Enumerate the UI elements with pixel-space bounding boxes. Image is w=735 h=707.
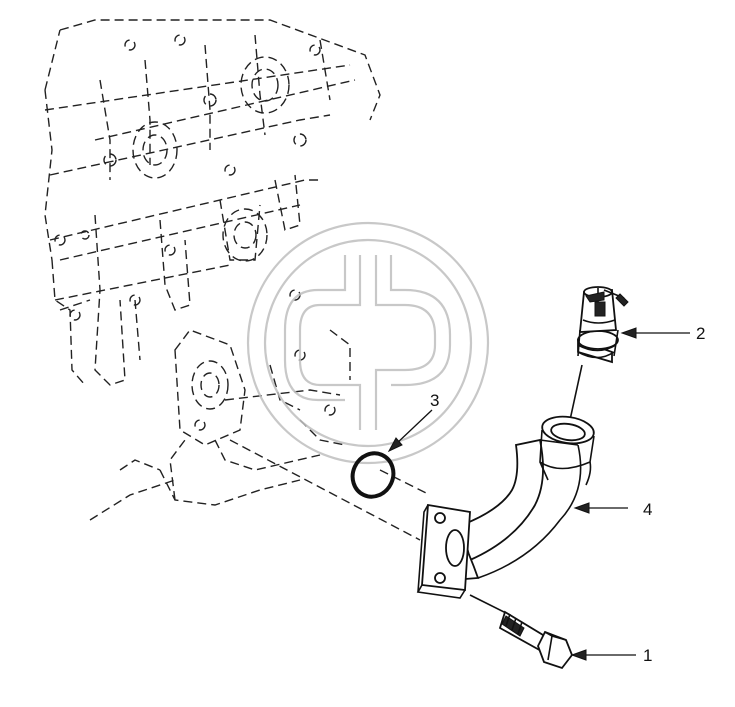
filler-tube	[416, 415, 595, 599]
o-ring	[350, 451, 396, 499]
assembly-line	[569, 364, 583, 421]
breather-plug	[577, 286, 629, 364]
callout-2: 2	[696, 324, 705, 343]
callout-3: 3	[430, 391, 439, 410]
watermark-logo	[246, 221, 490, 465]
hex-bolt	[469, 594, 574, 670]
callout-4: 4	[643, 500, 652, 519]
callout-1: 1	[643, 646, 652, 665]
leader-lines	[387, 327, 690, 661]
engine-block	[44, 19, 431, 541]
